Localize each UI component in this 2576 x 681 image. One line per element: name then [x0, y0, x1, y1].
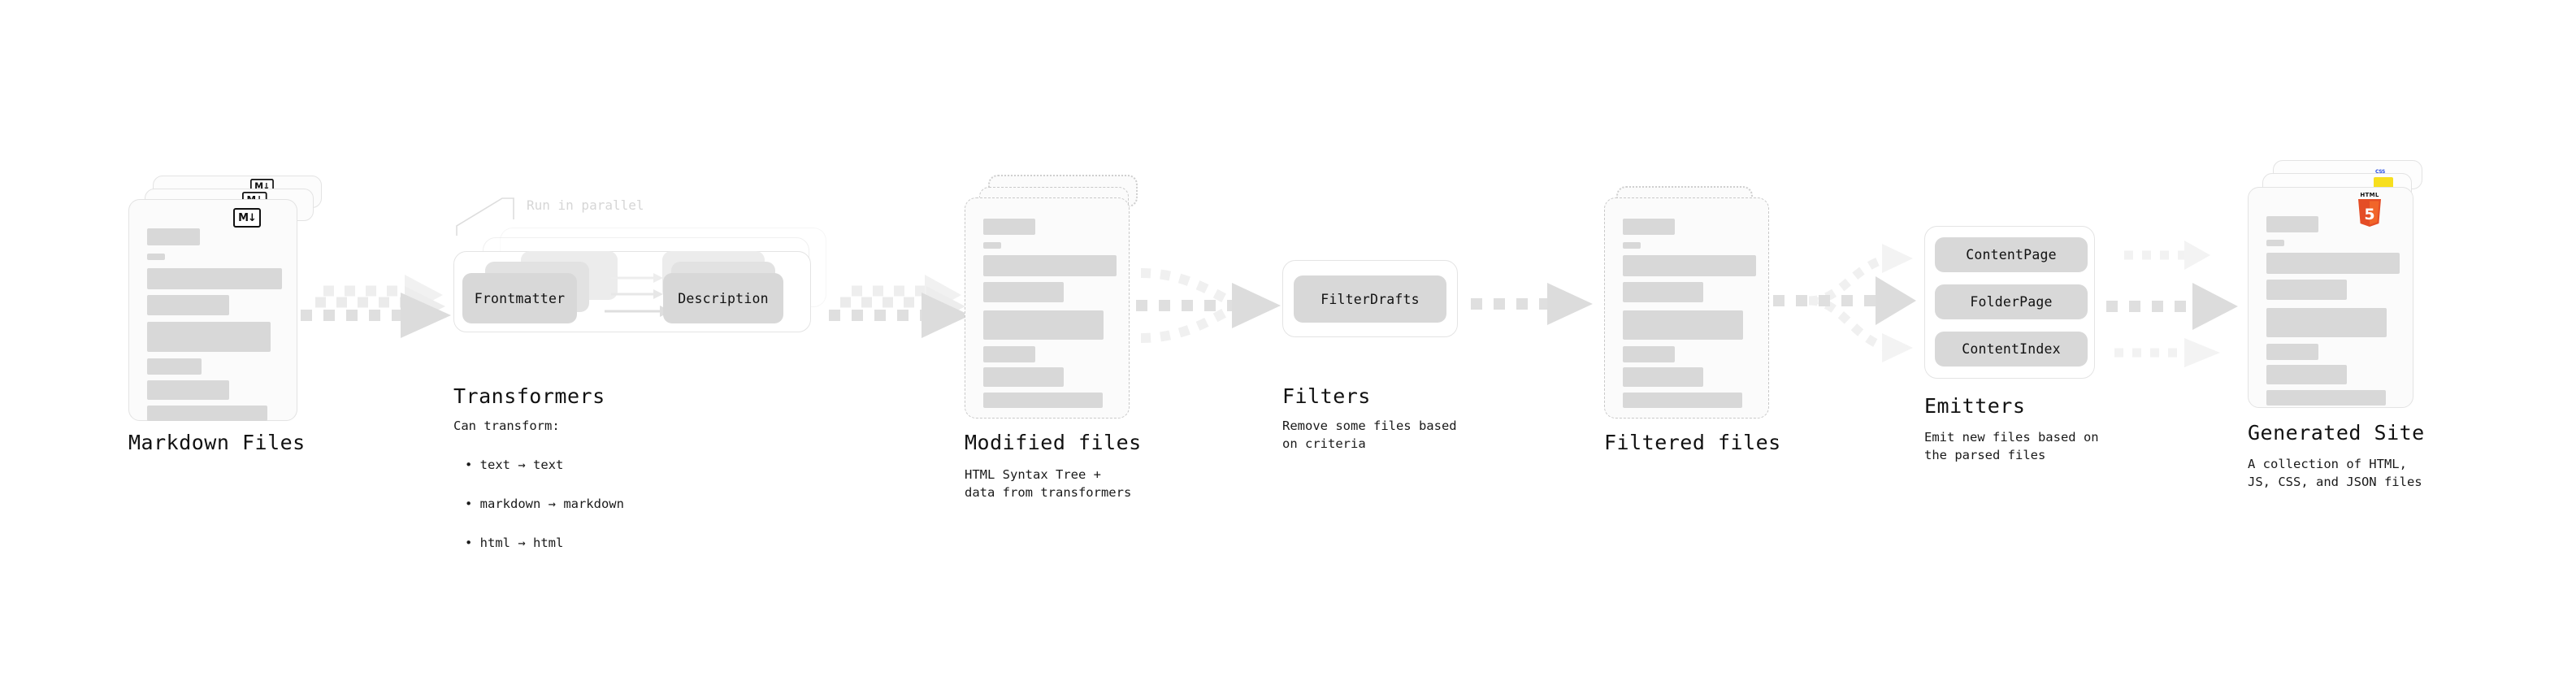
stage-bullets-transformers: • text → text • markdown → markdown • ht…	[465, 436, 624, 572]
html5-badge-label: HTML	[2360, 192, 2379, 198]
stage-title-modified-files: Modified files	[965, 431, 1142, 454]
doc-line	[1623, 242, 1641, 249]
doc-line	[147, 254, 165, 260]
emitters-chip-contentpage[interactable]: ContentPage	[1935, 237, 2088, 272]
doc-line	[983, 282, 1064, 302]
run-in-parallel-label: Run in parallel	[527, 197, 644, 213]
doc-line	[2266, 344, 2318, 360]
markdown-badge-text-back2: M↓	[254, 180, 270, 192]
connector-modified-to-filters	[1136, 268, 1281, 343]
doc-line	[983, 242, 1001, 249]
bullet-html-html: • html → html	[465, 536, 564, 551]
transformer-chip-frontmatter[interactable]: Frontmatter	[462, 273, 577, 323]
stage-title-filters: Filters	[1282, 384, 1371, 408]
doc-line	[147, 268, 282, 289]
doc-line	[1623, 346, 1675, 362]
markdown-badge-text-front: M↓	[238, 211, 257, 224]
emitters-chip-folderpage[interactable]: FolderPage	[1935, 284, 2088, 319]
doc-line	[983, 219, 1035, 235]
stage-title-transformers: Transformers	[453, 384, 605, 408]
modified-file-card-front	[965, 197, 1130, 419]
markdown-file-card-front	[128, 199, 297, 421]
stage-title-emitters: Emitters	[1924, 394, 2026, 418]
doc-line	[1623, 255, 1756, 276]
stage-desc-transformers: Can transform:	[453, 419, 560, 433]
doc-line	[1623, 310, 1743, 340]
doc-line	[147, 228, 200, 245]
doc-line	[2266, 280, 2347, 300]
connector-md-to-transformers	[301, 275, 451, 338]
bullet-markdown-markdown: • markdown → markdown	[465, 497, 624, 512]
stage-desc-generated-site: A collection of HTML, JS, CSS, and JSON …	[2248, 457, 2422, 490]
stage-title-generated-site: Generated Site	[2248, 421, 2425, 445]
doc-line	[147, 358, 202, 375]
doc-line	[2266, 308, 2387, 337]
doc-line	[1623, 393, 1742, 408]
connector-transformers-to-modified	[829, 275, 970, 338]
filtered-file-card-front	[1604, 197, 1769, 419]
doc-line	[1623, 282, 1703, 302]
connector-emitters-to-site	[2106, 241, 2238, 367]
doc-line	[2266, 216, 2318, 232]
doc-line	[983, 393, 1103, 408]
html5-badge-number: 5	[2364, 206, 2374, 223]
doc-line	[1623, 219, 1675, 235]
html5-shield-icon: 5	[2358, 199, 2381, 227]
doc-line	[147, 380, 229, 400]
css-badge-text: CSS	[2375, 169, 2385, 175]
stage-desc-modified-files: HTML Syntax Tree + data from transformer…	[965, 467, 1132, 501]
html5-badge: HTML 5	[2355, 193, 2384, 228]
filters-chip-filterdrafts[interactable]: FilterDrafts	[1294, 275, 1446, 323]
doc-line	[983, 367, 1064, 387]
run-in-parallel-leader	[456, 197, 514, 236]
markdown-badge-front: M↓	[233, 208, 261, 228]
doc-line	[2266, 253, 2400, 274]
site-file-card-front	[2248, 187, 2413, 408]
doc-line	[983, 255, 1117, 276]
doc-line	[1623, 367, 1703, 387]
doc-line	[2266, 240, 2284, 246]
doc-line	[147, 322, 271, 352]
bullet-text-text: • text → text	[465, 458, 564, 473]
stage-title-markdown-files: Markdown Files	[128, 431, 306, 454]
doc-line	[2266, 390, 2386, 406]
doc-line	[983, 310, 1104, 340]
doc-line	[2266, 365, 2347, 384]
stage-title-filtered-files: Filtered files	[1604, 431, 1781, 454]
connector-filters-to-filtered	[1471, 283, 1593, 325]
transformer-chip-description[interactable]: Description	[663, 273, 783, 323]
connector-filtered-to-emitters	[1773, 244, 1916, 362]
doc-line	[983, 346, 1035, 362]
stage-desc-emitters: Emit new files based on the parsed files	[1924, 430, 2099, 463]
emitters-chip-contentindex[interactable]: ContentIndex	[1935, 332, 2088, 367]
doc-line	[147, 295, 229, 315]
stage-desc-filters: Remove some files based on criteria	[1282, 419, 1457, 452]
doc-line	[147, 406, 267, 421]
